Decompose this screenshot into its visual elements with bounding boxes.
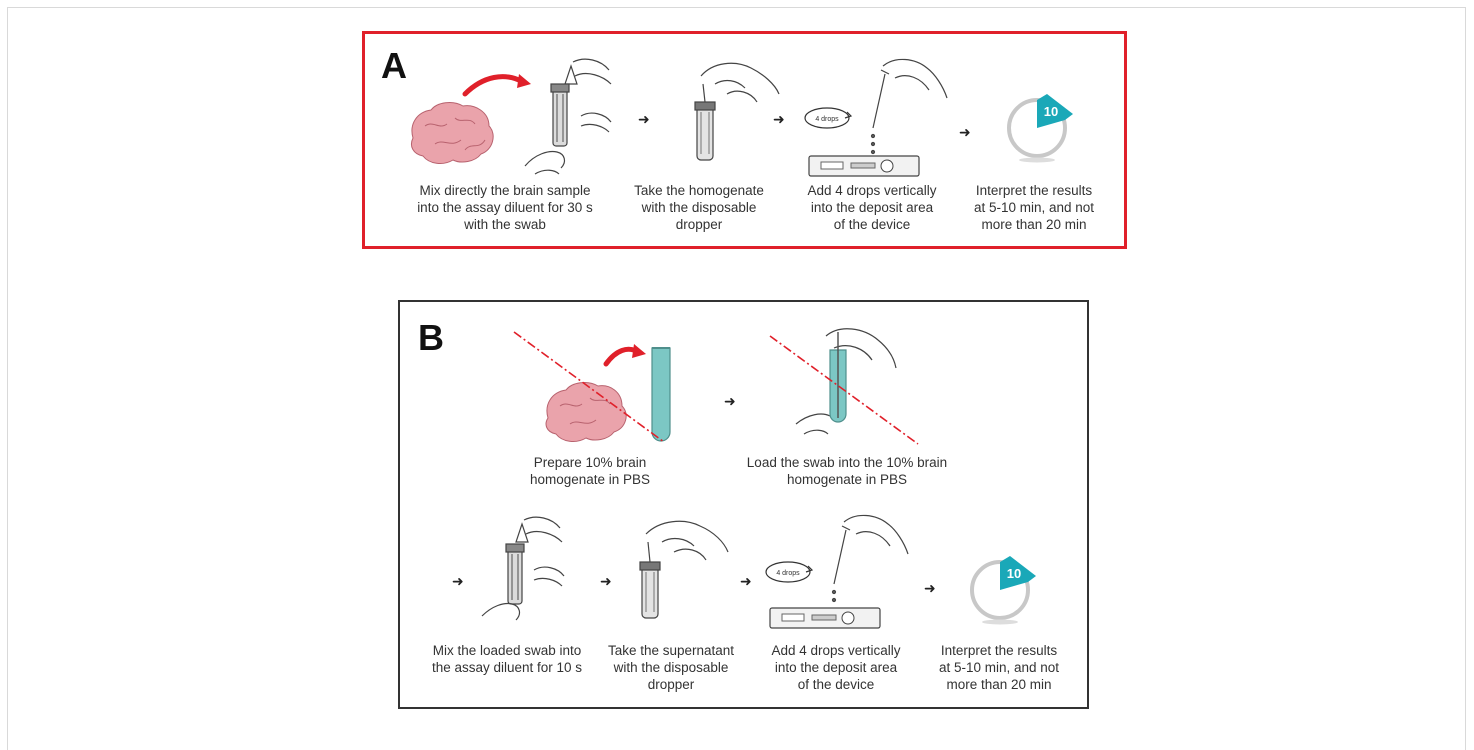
panel-b-row2-step3-caption: Add 4 drops vertically into the deposit … <box>756 642 916 693</box>
brain-icon <box>546 383 626 442</box>
panel-a-step1-illustration <box>405 54 615 184</box>
right-arrow-icon: ➜ <box>740 575 752 589</box>
panel-b-row1-step1-illustration <box>510 324 680 444</box>
dropper-tube-icon <box>640 521 728 618</box>
panel-a-step3-caption: Add 4 drops vertically into the deposit … <box>793 182 951 233</box>
pbs-tube-icon <box>652 348 670 441</box>
drops-label: 4 drops <box>815 116 839 123</box>
panel-b-row2-step1-illustration <box>480 512 590 624</box>
panel-b-row2-step1-caption: Mix the loaded swab into the assay dilue… <box>412 642 602 676</box>
right-arrow-icon: ➜ <box>924 582 936 596</box>
panel-b-row2-step4-caption: Interpret the results at 5-10 min, and n… <box>924 642 1074 693</box>
panel-a-step4-illustration: 10 <box>1003 88 1083 168</box>
panel-a-step3-illustration: 4 drops <box>803 52 953 182</box>
panel-b-row2-step2-caption: Take the supernatant with the disposable… <box>596 642 746 693</box>
right-arrow-icon: ➜ <box>959 126 971 140</box>
curved-arrow-icon <box>606 344 646 364</box>
panel-a-step1-caption: Mix directly the brain sample into the a… <box>405 182 605 233</box>
dropper-hand-icon <box>833 515 909 601</box>
right-arrow-icon: ➜ <box>600 575 612 589</box>
test-device-icon <box>770 608 880 628</box>
drops-counter-icon: 4 drops <box>766 562 812 582</box>
timer-label: 10 <box>1044 104 1058 119</box>
right-arrow-icon: ➜ <box>724 395 736 409</box>
curved-arrow-icon <box>465 74 531 94</box>
drops-label: 4 drops <box>776 570 800 577</box>
dropper-tube-icon <box>695 63 779 160</box>
panel-b: B ➜ Prepare 10% brain homogena <box>398 300 1089 709</box>
timer-icon: 10 <box>972 556 1036 625</box>
panel-b-row2-step3-illustration: 4 drops <box>764 510 914 636</box>
timer-label: 10 <box>1007 566 1021 581</box>
swab-tube-icon <box>482 517 564 620</box>
panel-a-step2-caption: Take the homogenate with the disposable … <box>629 182 769 233</box>
right-arrow-icon: ➜ <box>638 113 650 127</box>
panel-a-step4-caption: Interpret the results at 5-10 min, and n… <box>959 182 1109 233</box>
swab-tube-icon <box>525 59 611 174</box>
panel-b-row1-step2-caption: Load the swab into the 10% brain homogen… <box>722 454 972 488</box>
right-arrow-icon: ➜ <box>452 575 464 589</box>
test-device-icon <box>809 156 919 176</box>
panel-a-label: A <box>381 48 407 84</box>
panel-b-row2-step2-illustration <box>632 512 752 624</box>
timer-icon: 10 <box>1009 94 1073 163</box>
brain-icon <box>411 103 493 164</box>
panel-b-row1-step2-illustration <box>768 322 938 448</box>
panel-a: A ➜ ➜ <box>362 31 1127 249</box>
panel-b-label: B <box>418 320 444 356</box>
right-arrow-icon: ➜ <box>773 113 785 127</box>
drops-counter-icon: 4 drops <box>805 108 851 128</box>
panel-b-row2-step4-illustration: 10 <box>966 550 1046 630</box>
panel-b-row1-step1-caption: Prepare 10% brain homogenate in PBS <box>510 454 670 488</box>
dropper-hand-icon <box>872 59 948 153</box>
